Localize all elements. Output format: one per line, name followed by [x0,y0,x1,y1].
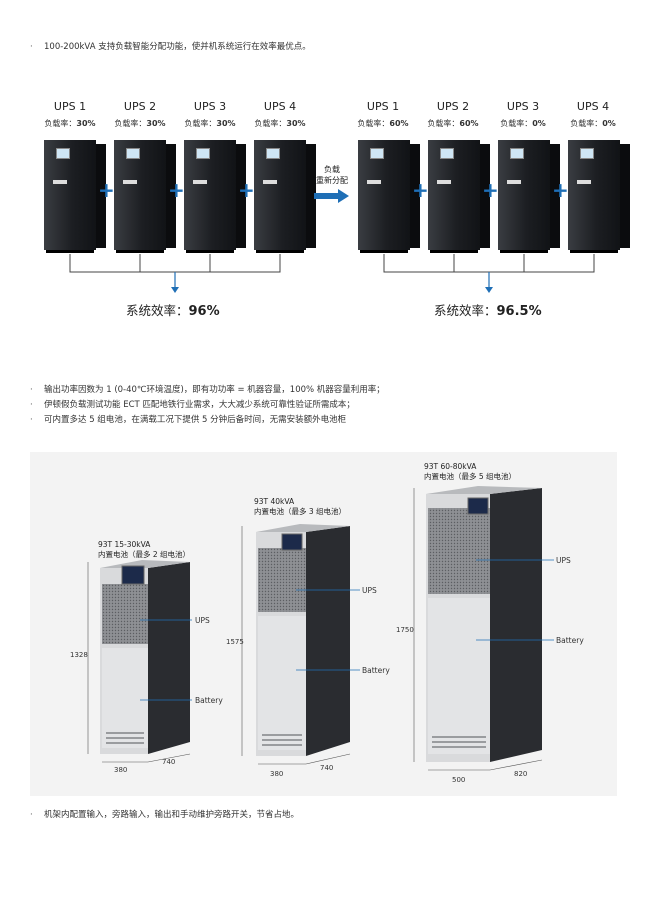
model1-cabinet [100,560,190,754]
right-ups1-cabinet [358,140,420,253]
right-ups4-label: UPS 4 [576,100,610,113]
bullet-battery: ·可内置多达 5 组电池，在满载工况下提供 5 分钟后备时间，无需安装额外电池柜 [30,415,347,425]
model3-depth: 820 [514,770,528,778]
model3-battery-tag: Battery [556,636,584,645]
right-ups1-label: UPS 1 [366,100,400,113]
model2-cabinet [256,524,350,756]
screen-icon [266,148,280,159]
bullet-intro: ·100-200kVA 支持负载智能分配功能，使并机系统运行在效率最优点。 [30,42,311,52]
left-ups1-load: 负载率：30% [44,119,96,128]
bullet-switches: ·机架内配置输入，旁路输入，输出和手动维护旁路开关，节省占地。 [30,810,300,820]
right-ups4-load: 负载率：0% [570,119,616,128]
screen-icon [370,148,384,159]
left-ups4-label: UPS 4 [263,100,297,113]
model1-width: 380 [114,766,128,774]
screen-icon [510,148,524,159]
model3-ups-tag: UPS [556,556,571,565]
plus-icon: + [168,178,185,202]
screen-icon [196,148,210,159]
right-ups2-label: UPS 2 [436,100,470,113]
right-efficiency: 系统效率：96.5% [434,303,542,319]
left-ups2-load: 负载率：30% [114,119,166,128]
arrow-right-icon [314,189,349,203]
plus-icon: + [98,178,115,202]
left-ups3-load: 负载率：30% [184,119,236,128]
model2-height: 1575 [226,638,244,646]
left-ups1-cabinet [44,140,106,253]
plus-icon: + [238,178,255,202]
plus-icon: + [412,178,429,202]
right-ups1-load: 负载率：60% [357,119,409,128]
right-ups4-cabinet [568,140,630,253]
bullet-power-factor: ·输出功率因数为 1 (0-40℃环境温度)，即有功功率 = 机器容量，100%… [30,385,385,395]
model2-battery-tag: Battery [362,666,390,675]
bullet-ect: ·伊顿假负载测试功能 ECT 匹配地铁行业需求，大大减少系统可靠性验证所需成本； [30,400,355,410]
plus-icon: + [552,178,569,202]
model1-ups-tag: UPS [195,616,210,625]
model2-depth: 740 [320,764,334,772]
screen-icon [56,148,70,159]
bullet-text: 100-200kVA 支持负载智能分配功能，使并机系统运行在效率最优点。 [44,42,311,52]
product-illustration [87,486,554,771]
redistribution-label: 负载重新分配 [316,165,348,185]
left-ups4-cabinet [254,140,316,253]
left-ups3-cabinet [184,140,246,253]
left-ups4-load: 负载率：30% [254,119,306,128]
right-ups2-cabinet [428,140,490,253]
right-ups3-load: 负载率：0% [500,119,546,128]
model1-battery-tag: Battery [195,696,223,705]
plus-icon: + [482,178,499,202]
model1-depth: 740 [162,758,176,766]
model2-ups-tag: UPS [362,586,377,595]
left-ups2-label: UPS 2 [123,100,157,113]
left-ups3-label: UPS 3 [193,100,227,113]
right-ups3-cabinet [498,140,560,253]
screen-icon [440,148,454,159]
connector-lines [69,254,595,293]
right-ups3-label: UPS 3 [506,100,540,113]
model1-height: 1328 [70,651,88,659]
screen-icon [126,148,140,159]
left-efficiency: 系统效率：96% [126,303,220,319]
left-ups1-label: UPS 1 [53,100,87,113]
model3-height: 1750 [396,626,414,634]
left-ups2-cabinet [114,140,176,253]
model3-cabinet [426,486,542,762]
model3-width: 500 [452,776,466,784]
right-ups2-load: 负载率：60% [427,119,479,128]
screen-icon [580,148,594,159]
model2-width: 380 [270,770,284,778]
